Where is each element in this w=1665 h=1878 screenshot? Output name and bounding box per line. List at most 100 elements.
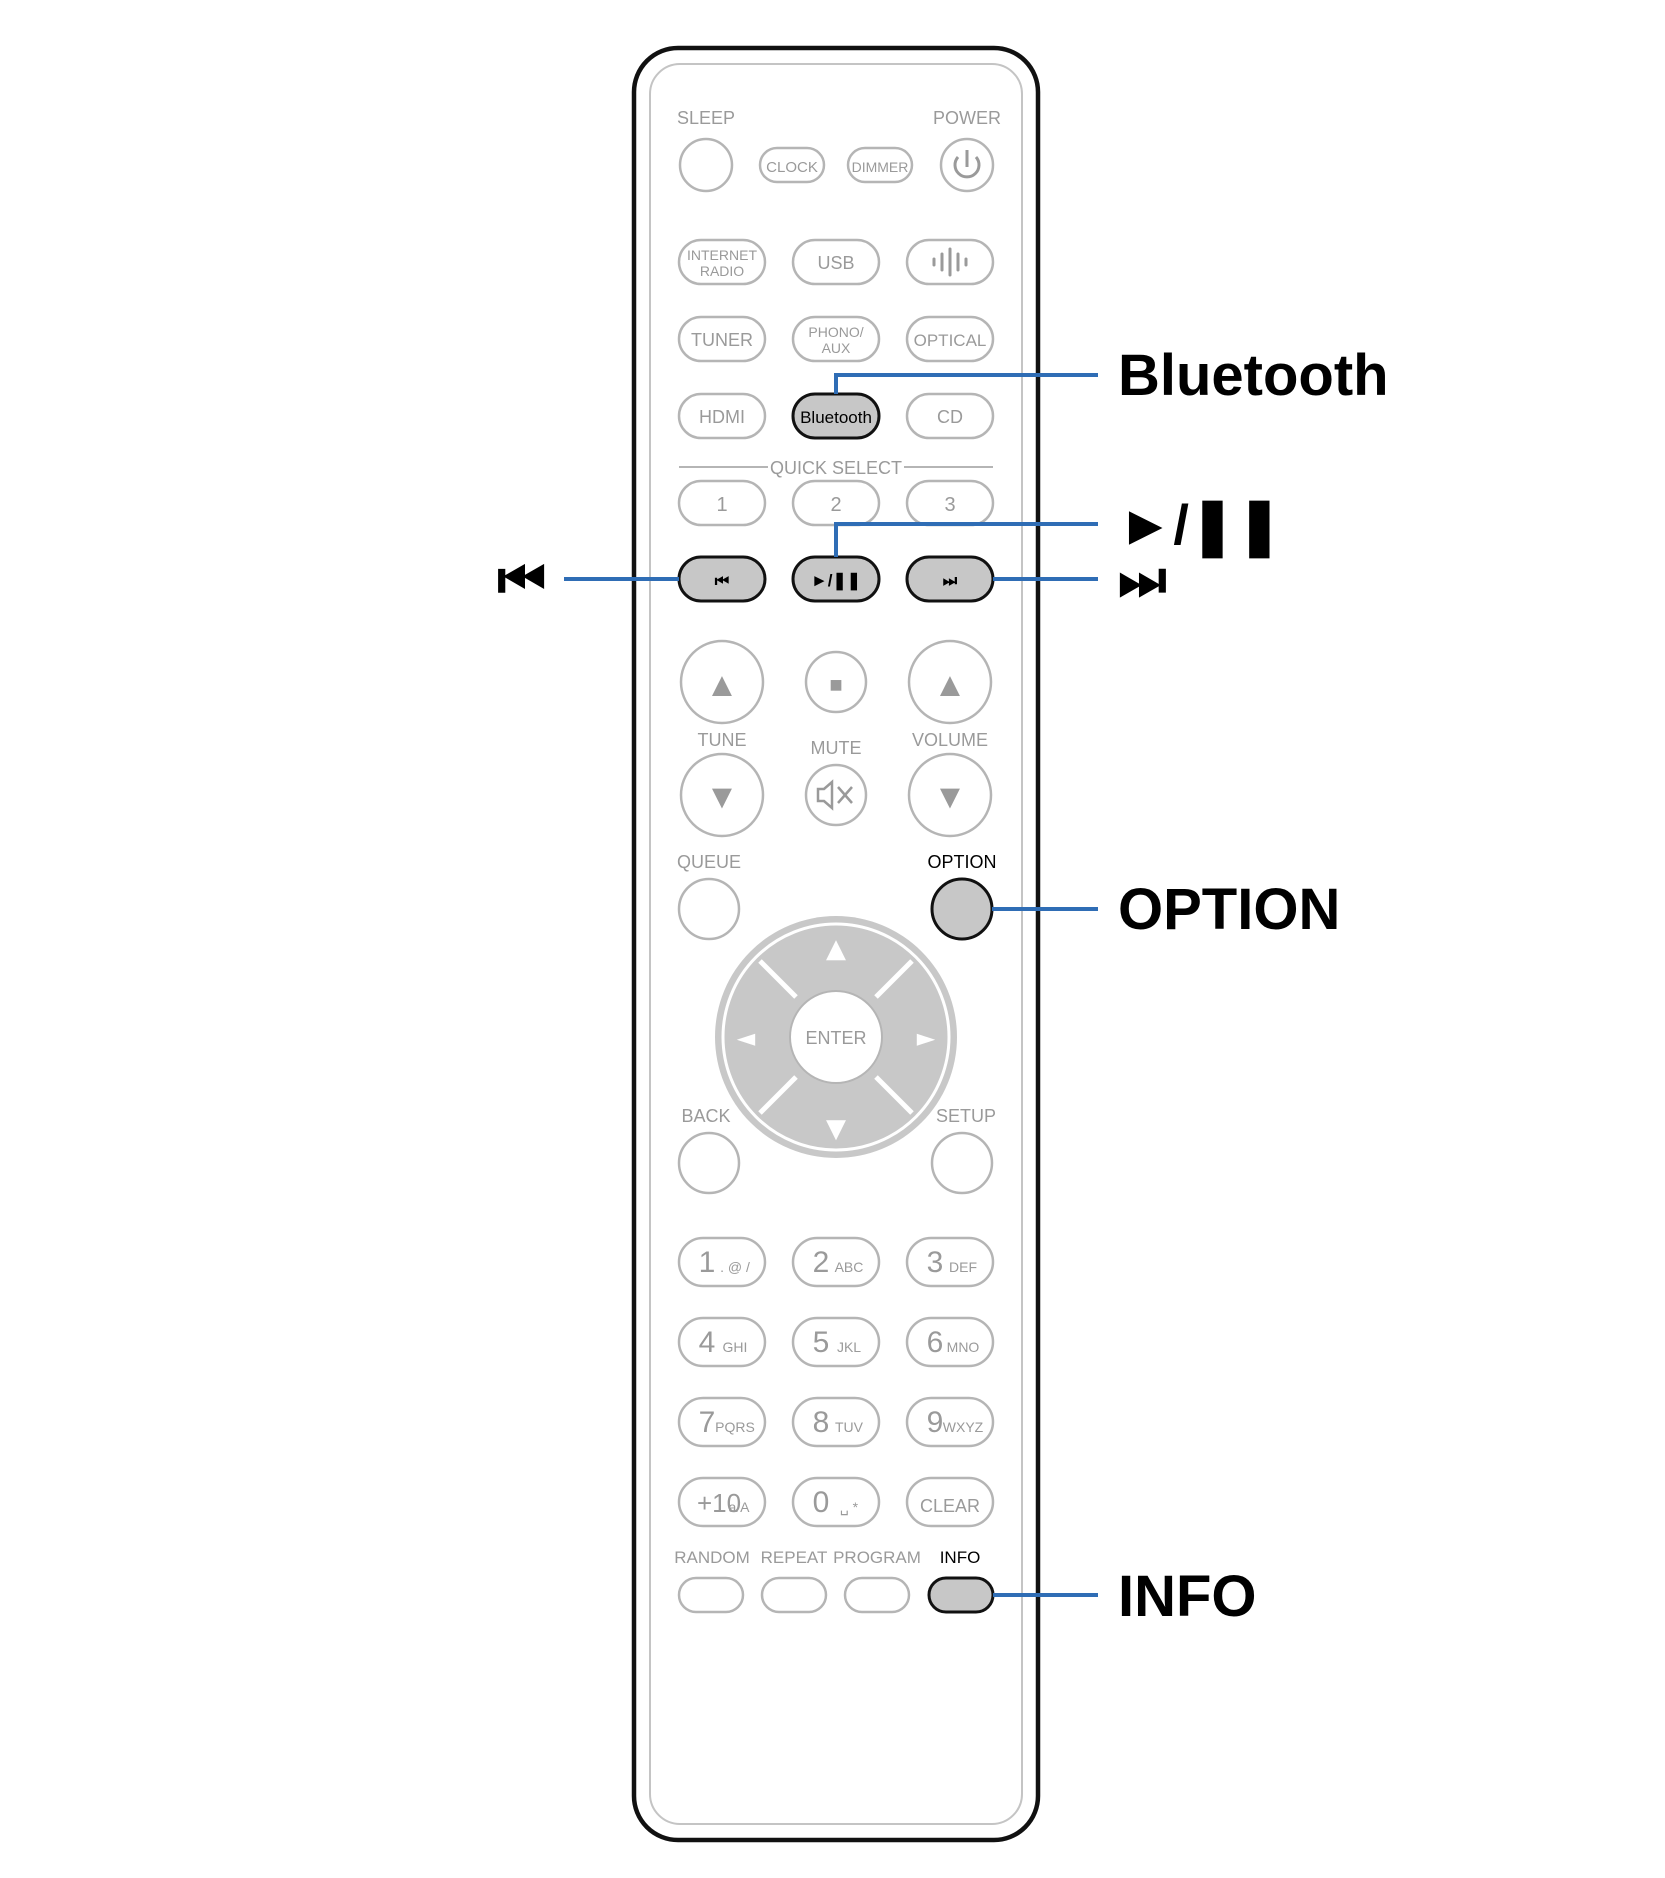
enter-label: ENTER — [805, 1028, 866, 1048]
numpad-key-letters: JKL — [837, 1339, 861, 1355]
tune-down-button[interactable] — [679, 752, 765, 838]
volume-down-button[interactable] — [907, 752, 993, 838]
numpad-key-10[interactable] — [677, 1476, 767, 1528]
quick-select-label: QUICK SELECT — [770, 458, 902, 478]
quick-select-2-label: 2 — [830, 494, 841, 516]
cd-button[interactable] — [905, 392, 995, 440]
random-label: RANDOM — [674, 1548, 750, 1567]
power-label: POWER — [933, 108, 1001, 128]
setup-label: SETUP — [936, 1106, 996, 1126]
info-label: INFO — [940, 1548, 981, 1567]
tune-up-button[interactable] — [679, 639, 765, 725]
numpad-key-4[interactable] — [677, 1316, 767, 1368]
numpad-key-11[interactable] — [791, 1476, 881, 1528]
enter-button[interactable] — [789, 990, 883, 1084]
numpad-key-number: +10 — [697, 1488, 741, 1518]
numpad-key-9[interactable] — [905, 1396, 995, 1448]
numpad-key-number: 2 — [813, 1246, 830, 1279]
repeat-button[interactable] — [760, 1576, 828, 1614]
phono-aux-button[interactable] — [791, 315, 881, 363]
numpad-key-8[interactable] — [791, 1396, 881, 1448]
back-label: BACK — [681, 1106, 730, 1126]
numpad-key-2[interactable] — [791, 1236, 881, 1288]
back-button[interactable] — [677, 1131, 741, 1195]
numpad-key-number: 7 — [699, 1406, 716, 1439]
numpad-key-letters: PQRS — [715, 1419, 755, 1435]
callout-info: INFO — [1118, 1564, 1257, 1629]
volume-up-icon: ▲ — [933, 666, 967, 704]
repeat-label: REPEAT — [761, 1548, 828, 1567]
tuner-button[interactable] — [677, 315, 767, 363]
usb-label: USB — [817, 253, 854, 273]
program-button[interactable] — [843, 1576, 911, 1614]
numpad-key-letters: . @ / — [720, 1259, 750, 1275]
numpad-key-7[interactable] — [677, 1396, 767, 1448]
dimmer-button[interactable] — [846, 146, 914, 184]
callout-option: OPTION — [1118, 877, 1340, 942]
volume-up-button[interactable] — [907, 639, 993, 725]
numpad-key-letters: GHI — [723, 1339, 748, 1355]
heos-icon — [932, 247, 968, 277]
quick-select-3-label: 3 — [944, 494, 955, 516]
program-label: PROGRAM — [833, 1548, 921, 1567]
sleep-button[interactable] — [678, 137, 734, 193]
queue-button[interactable] — [677, 877, 741, 941]
bluetooth-label: Bluetooth — [800, 408, 872, 427]
queue-label: QUEUE — [677, 852, 741, 872]
dpad-dividers — [758, 959, 914, 1115]
numpad-key-number: CLEAR — [920, 1496, 980, 1516]
previous-track-label: ⏮ — [715, 573, 729, 590]
clock-label: CLOCK — [766, 159, 818, 176]
remote-body-inner — [649, 63, 1023, 1825]
quick-select-1-label: 1 — [716, 494, 727, 516]
info-button[interactable] — [927, 1576, 995, 1614]
numpad-key-1[interactable] — [677, 1236, 767, 1288]
clock-button[interactable] — [758, 146, 826, 184]
numpad-key-number: 4 — [699, 1326, 716, 1359]
callout-bluetooth: Bluetooth — [1118, 343, 1389, 408]
dpad-right-icon[interactable]: ► — [917, 1024, 936, 1052]
numpad-key-number: 1 — [699, 1246, 716, 1279]
dpad-up-icon[interactable]: ▲ — [826, 934, 846, 964]
dpad-down-icon[interactable]: ▼ — [826, 1114, 846, 1144]
dimmer-label: DIMMER — [852, 159, 909, 175]
internet-radio-label-2: RADIO — [700, 263, 744, 279]
hdmi-button[interactable] — [677, 392, 767, 440]
sleep-label: SLEEP — [677, 108, 735, 128]
phono-label-1: PHONO/ — [808, 324, 863, 340]
internet-radio-button[interactable] — [677, 238, 767, 286]
leader-play-pause — [834, 522, 1098, 557]
internet-radio-label-1: INTERNET — [687, 247, 757, 263]
mute-label: MUTE — [811, 738, 862, 758]
numpad-key-number: 3 — [927, 1246, 944, 1279]
stop-button[interactable] — [804, 650, 868, 714]
numpad-key-3[interactable] — [905, 1236, 995, 1288]
dpad-left-icon[interactable]: ◄ — [737, 1024, 756, 1052]
numpad-key-letters: WXYZ — [943, 1419, 984, 1435]
numpad-key-number: 9 — [927, 1406, 944, 1439]
usb-button[interactable] — [791, 238, 881, 286]
tune-down-icon: ▼ — [705, 778, 739, 816]
volume-label: VOLUME — [912, 730, 988, 750]
numpad-key-6[interactable] — [905, 1316, 995, 1368]
numpad-key-12[interactable] — [905, 1476, 995, 1528]
volume-down-icon: ▼ — [933, 778, 967, 816]
callout-previous: ⏮ — [497, 550, 546, 610]
numpad-key-5[interactable] — [791, 1316, 881, 1368]
mute-button[interactable] — [804, 763, 868, 827]
optical-label: OPTICAL — [914, 331, 987, 350]
setup-button[interactable] — [930, 1131, 994, 1195]
tune-up-icon: ▲ — [705, 666, 739, 704]
numpad-key-letters: TUV — [835, 1419, 864, 1435]
option-button[interactable] — [930, 877, 994, 941]
play-pause-label: ►/❚❚ — [811, 571, 861, 591]
next-track-label: ⏭ — [943, 573, 958, 590]
stop-icon: ■ — [829, 672, 842, 697]
random-button[interactable] — [677, 1576, 745, 1614]
quick-select-1-button[interactable] — [677, 479, 767, 527]
leader-bluetooth — [834, 373, 1098, 394]
numpad-key-letters: ABC — [835, 1259, 864, 1275]
mute-icon — [816, 779, 853, 811]
optical-button[interactable] — [905, 315, 995, 363]
